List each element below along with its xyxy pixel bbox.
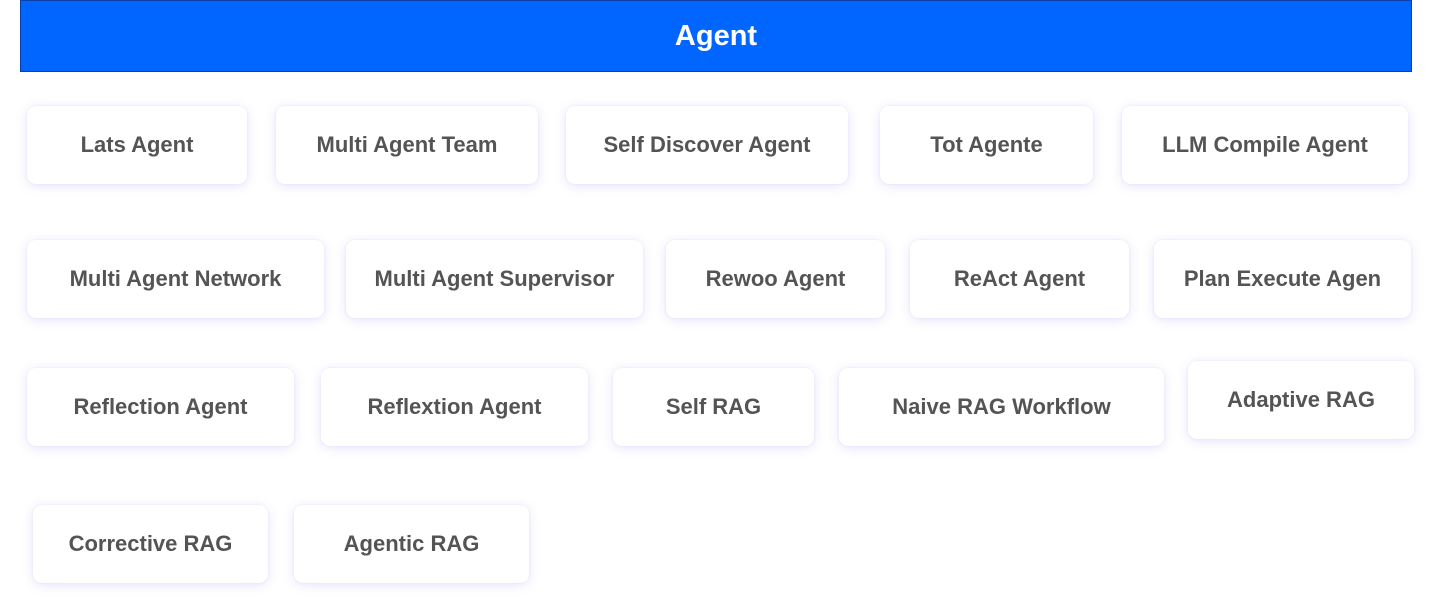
agent-card-label: Reflection Agent — [73, 394, 248, 419]
section-title: Agent — [674, 19, 758, 52]
agent-card-agentic-rag[interactable]: Agentic RAG — [294, 505, 529, 583]
agent-card-label: Adaptive RAG — [1227, 387, 1375, 412]
agent-card-label: Corrective RAG — [68, 531, 233, 556]
agent-card-label: Plan Execute Agen — [1183, 266, 1382, 291]
agent-card-tot-agente[interactable]: Tot Agente — [880, 106, 1093, 184]
agent-card-multi-agent-team[interactable]: Multi Agent Team — [276, 106, 538, 184]
agent-card-label: Self RAG — [665, 394, 762, 419]
agent-card-label: Rewoo Agent — [705, 266, 846, 291]
agent-card-plan-execute-agen[interactable]: Plan Execute Agen — [1154, 240, 1411, 318]
agent-card-label: Reflextion Agent — [367, 394, 542, 419]
agent-card-react-agent[interactable]: ReAct Agent — [910, 240, 1129, 318]
agent-card-label: Self Discover Agent — [603, 132, 811, 157]
agent-card-self-rag[interactable]: Self RAG — [613, 368, 814, 446]
agent-card-multi-agent-network[interactable]: Multi Agent Network — [27, 240, 324, 318]
agent-card-label: Lats Agent — [80, 132, 194, 157]
agent-card-label: LLM Compile Agent — [1162, 132, 1368, 157]
agent-card-naive-rag-workflow[interactable]: Naive RAG Workflow — [839, 368, 1164, 446]
section-header: Agent — [20, 0, 1412, 72]
agent-card-lats-agent[interactable]: Lats Agent — [27, 106, 247, 184]
agent-card-multi-agent-supervisor[interactable]: Multi Agent Supervisor — [346, 240, 643, 318]
agent-card-rewoo-agent[interactable]: Rewoo Agent — [666, 240, 885, 318]
agent-card-label: Multi Agent Network — [69, 266, 282, 291]
agent-card-self-discover-agent[interactable]: Self Discover Agent — [566, 106, 848, 184]
agent-card-reflextion-agent[interactable]: Reflextion Agent — [321, 368, 588, 446]
agent-card-label: Multi Agent Team — [316, 132, 498, 157]
agent-card-llm-compile-agent[interactable]: LLM Compile Agent — [1122, 106, 1408, 184]
agent-card-corrective-rag[interactable]: Corrective RAG — [33, 505, 268, 583]
agent-card-label: Naive RAG Workflow — [892, 394, 1111, 419]
agent-card-adaptive-rag[interactable]: Adaptive RAG — [1188, 361, 1414, 439]
agent-card-label: Agentic RAG — [343, 531, 480, 556]
agent-card-label: Tot Agente — [930, 132, 1043, 157]
agent-card-label: ReAct Agent — [953, 266, 1086, 291]
agent-card-label: Multi Agent Supervisor — [374, 266, 615, 291]
agent-card-reflection-agent[interactable]: Reflection Agent — [27, 368, 294, 446]
